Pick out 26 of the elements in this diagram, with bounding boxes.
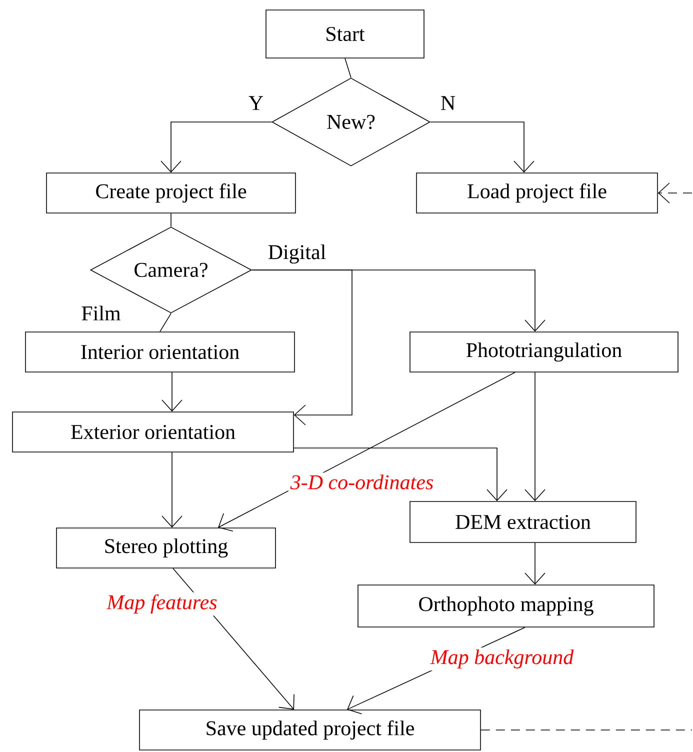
- arrow: [294, 448, 508, 502]
- process-box: Save updated project file: [139, 710, 481, 750]
- arrow: [524, 372, 546, 502]
- arrow: [218, 372, 516, 532]
- process-box: Create project file: [46, 172, 296, 214]
- edge-label: Map background: [428, 647, 576, 671]
- arrow: [160, 122, 272, 173]
- process-box: Start: [266, 10, 424, 58]
- process-box: DEM extraction: [410, 501, 636, 543]
- process-box: Exterior orientation: [12, 412, 294, 452]
- edge-label: Y: [247, 95, 265, 111]
- process-box: Orthophoto mapping: [358, 584, 654, 628]
- arrow: [658, 182, 692, 204]
- process-box: Phototriangulation: [410, 332, 678, 372]
- process-box: Interior orientation: [25, 332, 295, 372]
- arrow: [430, 122, 534, 173]
- process-box: Load project file: [416, 172, 658, 214]
- arrow: [252, 270, 352, 426]
- edge-label: Digital: [266, 243, 328, 265]
- edge-label: Map features: [104, 592, 220, 616]
- edge-label: 3-D co-ordinates: [288, 472, 436, 492]
- arrow: [524, 542, 546, 585]
- arrow: [162, 452, 182, 528]
- edge-label: N: [439, 95, 457, 111]
- arrow: [162, 372, 182, 412]
- process-box: Stereo plotting: [56, 528, 276, 568]
